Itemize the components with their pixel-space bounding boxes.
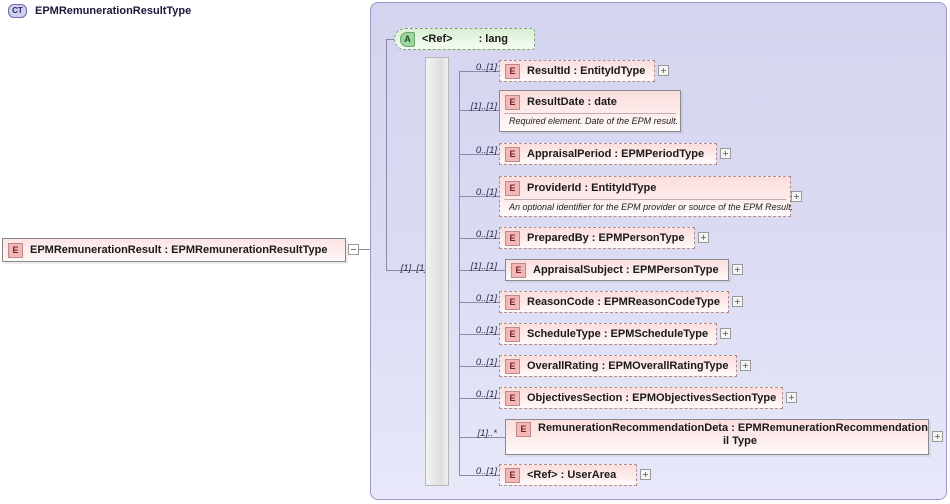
connector-row-0 [459,71,499,72]
cardinality-row-8: 0..[1] [475,357,497,368]
element-row-appraisalperiod[interactable]: E AppraisalPeriod : EPMPeriodType [499,143,717,165]
element-label: ObjectivesSection : EPMObjectivesSection… [527,392,777,404]
expand-icon-preparedby[interactable] [698,232,709,243]
element-row-scheduletype[interactable]: E ScheduleType : EPMScheduleType [499,323,717,345]
element-label: ResultId : EntityIdType [527,65,646,77]
element-label: ScheduleType : EPMScheduleType [527,328,709,340]
element-row-header: E ProviderId : EntityIdType [500,177,790,199]
element-icon: E [505,180,520,196]
cardinality-row-0: 0..[1] [475,62,497,73]
expand-icon-userarea[interactable] [640,469,651,480]
element-icon: E [505,358,520,374]
connector-to-sequence [386,270,430,271]
element-row-remunerationrecommendationdetail[interactable]: E RemunerationRecommendationDeta : EPMRe… [505,419,929,455]
element-icon: E [505,467,520,483]
connector-row-5 [459,270,505,271]
cardinality-row-5: [1]..[1] [470,261,497,272]
element-row-resultid[interactable]: E ResultId : EntityIdType [499,60,655,82]
element-label: <Ref> : UserArea [527,469,617,481]
complex-type-header: CT EPMRemunerationResultType [8,4,191,18]
connector-row-8 [459,366,499,367]
element-icon: E [505,326,520,342]
element-documentation: Required element. Date of the EPM result… [504,113,678,128]
expand-icon-resultid[interactable] [658,65,669,76]
complex-type-container [370,2,947,500]
element-row-userarea[interactable]: E <Ref> : UserArea [499,464,637,486]
sequence-cardinality: [1]..[1] [400,263,427,274]
connector-row-7 [459,334,499,335]
element-row-providerid[interactable]: E ProviderId : EntityIdType An optional … [499,176,793,217]
element-icon: E [505,230,520,246]
element-label: ProviderId : EntityIdType [527,182,657,194]
expand-icon-overallrating[interactable] [740,360,751,371]
element-label: OverallRating : EPMOverallRatingType [527,360,729,372]
element-label-line1: RemunerationRecommendationDeta : EPMRemu… [538,422,928,434]
model-group-bar [425,57,449,486]
attribute-type: : lang [478,33,508,45]
element-label-line2: il Type [722,435,758,447]
cardinality-row-3: 0..[1] [475,187,497,198]
element-documentation: An optional identifier for the EPM provi… [504,199,793,214]
element-icon: E [8,242,23,258]
element-icon: E [505,63,520,79]
attribute-name: <Ref> [422,33,453,45]
complex-type-title: EPMRemunerationResultType [35,5,192,17]
cardinality-row-2: 0..[1] [475,145,497,156]
cardinality-row-11: 0..[1] [475,466,497,477]
element-label: RemunerationRecommendationDeta : EPMRemu… [538,422,942,448]
element-row-appraisalsubject[interactable]: E AppraisalSubject : EPMPersonType [505,259,729,281]
connector-row-9 [459,398,499,399]
element-row-preparedby[interactable]: E PreparedBy : EPMPersonType [499,227,695,249]
cardinality-row-1: [1]..[1] [470,101,497,112]
connector-row-10 [459,437,505,438]
connector-row-4 [459,238,499,239]
connector-row-2 [459,154,499,155]
connector-to-attribute [386,39,396,40]
expand-icon-scheduletype[interactable] [720,328,731,339]
element-row-objectivessection[interactable]: E ObjectivesSection : EPMObjectivesSecti… [499,387,783,409]
collapse-toggle-icon[interactable] [348,244,359,255]
connector-trunk [386,39,387,270]
connector-row-1 [459,110,499,111]
expand-icon-providerid[interactable] [791,191,802,202]
root-element-box[interactable]: E EPMRemunerationResult : EPMRemuneratio… [2,238,346,262]
element-label: AppraisalPeriod : EPMPeriodType [527,148,705,160]
element-row-reasoncode[interactable]: E ReasonCode : EPMReasonCodeType [499,291,729,313]
expand-icon-reasoncode[interactable] [732,296,743,307]
element-row-header: E RemunerationRecommendationDeta : EPMRe… [511,418,942,456]
element-icon: E [505,294,520,310]
element-label: PreparedBy : EPMPersonType [527,232,685,244]
cardinality-row-7: 0..[1] [475,325,497,336]
element-row-resultdate[interactable]: E ResultDate : date Required element. Da… [499,90,681,132]
element-row-header: E ResultDate : date [500,91,680,113]
element-icon: E [505,390,520,406]
element-label: AppraisalSubject : EPMPersonType [533,264,719,276]
attribute-icon: A [400,31,415,47]
expand-icon-appraisalsubject[interactable] [732,264,743,275]
expand-icon-appraisalperiod[interactable] [720,148,731,159]
element-icon: E [505,146,520,162]
element-label: ReasonCode : EPMReasonCodeType [527,296,720,308]
connector-row-6 [459,302,499,303]
element-icon: E [516,422,531,437]
cardinality-row-6: 0..[1] [475,293,497,304]
connector-spine [459,71,460,475]
root-element-label: EPMRemunerationResult : EPMRemunerationR… [30,244,328,256]
element-row-overallrating[interactable]: E OverallRating : EPMOverallRatingType [499,355,737,377]
element-label: ResultDate : date [527,96,617,108]
complex-type-icon: CT [8,4,27,18]
expand-icon-remunerationrecommendationdetail[interactable] [932,431,943,442]
connector-row-3 [459,196,499,197]
expand-icon-objectivessection[interactable] [786,392,797,403]
cardinality-row-4: 0..[1] [475,229,497,240]
attribute-ref-lang[interactable]: A <Ref> : lang [394,28,535,50]
cardinality-row-9: 0..[1] [475,389,497,400]
cardinality-row-10: [1]..* [477,428,497,439]
element-icon: E [505,94,520,110]
connector-row-11 [459,475,499,476]
element-icon: E [511,262,526,278]
